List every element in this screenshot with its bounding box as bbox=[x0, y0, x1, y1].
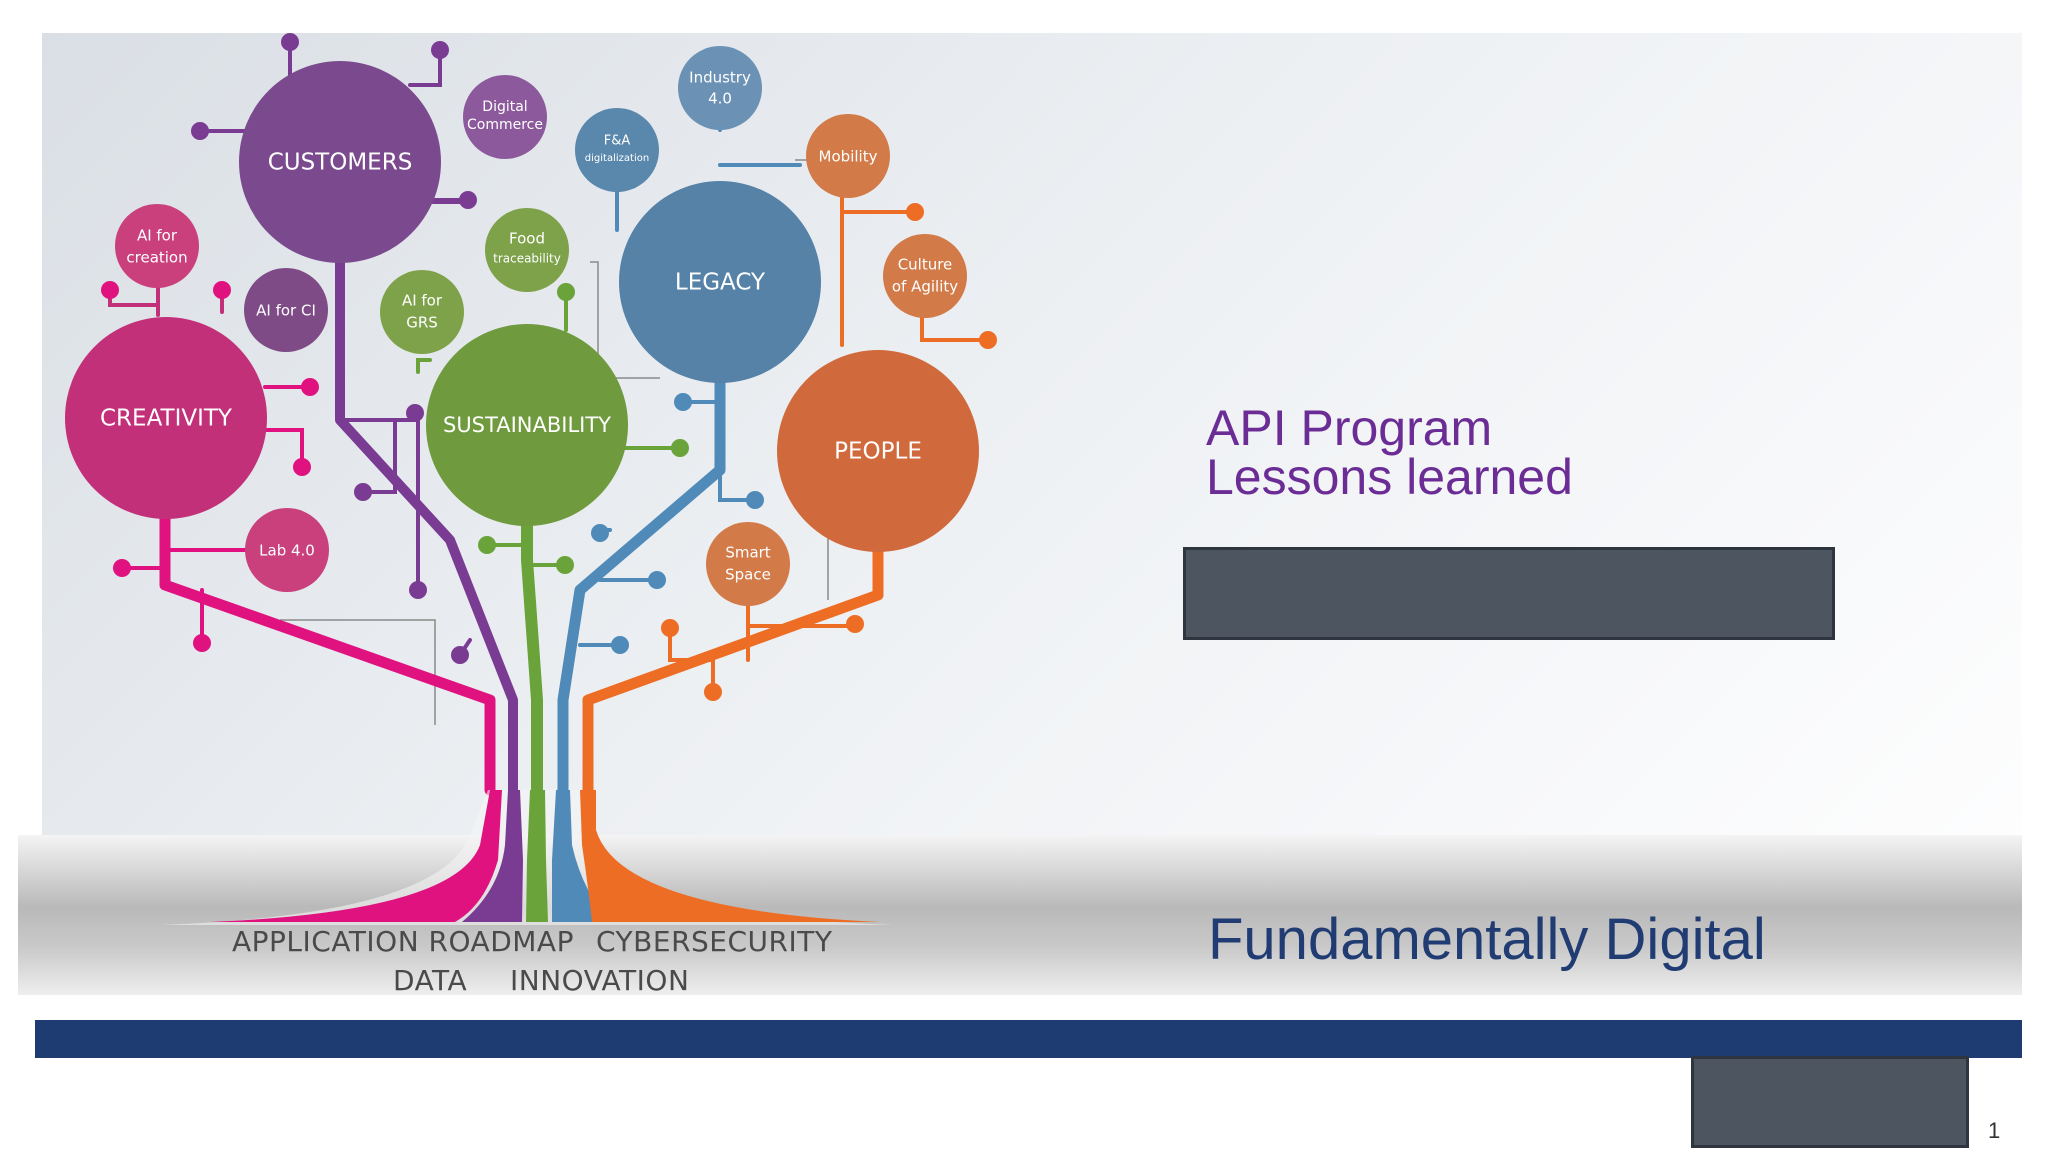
food-traceability-line2: traceability bbox=[493, 252, 561, 266]
lab-4-0-line1: Lab 4.0 bbox=[259, 542, 315, 560]
smart-space-line1: Smart bbox=[725, 544, 770, 562]
innovation-tree-illustration: CUSTOMERS CREATIVITY SUSTAINABILITY LEGA… bbox=[65, 33, 997, 925]
trunk-orange bbox=[580, 790, 880, 922]
node-customers-label: CUSTOMERS bbox=[268, 150, 413, 176]
node-ai-for-ci: AI for CI bbox=[244, 268, 328, 352]
food-traceability-line1: Food bbox=[509, 230, 545, 248]
node-creativity: CREATIVITY bbox=[65, 317, 267, 519]
culture-of-agility-line1: Culture bbox=[898, 256, 953, 274]
tagline: Fundamentally Digital bbox=[1208, 907, 1766, 972]
node-sustainability: SUSTAINABILITY bbox=[426, 324, 628, 526]
slide-title-line2: Lessons learned bbox=[1206, 449, 1573, 505]
trunk-green bbox=[526, 790, 548, 922]
node-legacy: LEGACY bbox=[619, 181, 821, 383]
ai-for-ci-line1: AI for CI bbox=[256, 302, 316, 320]
node-food-traceability: Food traceability bbox=[485, 208, 569, 292]
label-cybersecurity: CYBERSECURITY bbox=[596, 925, 833, 958]
mobility-line1: Mobility bbox=[819, 148, 878, 166]
node-sustainability-label: SUSTAINABILITY bbox=[443, 413, 611, 437]
industry-4-0-line2: 4.0 bbox=[708, 90, 732, 108]
branch-end-dots bbox=[101, 33, 997, 701]
node-smart-space: Smart Space bbox=[706, 522, 790, 606]
ai-for-creation-line2: creation bbox=[126, 249, 187, 267]
culture-of-agility-line2: of Agility bbox=[892, 278, 958, 296]
node-fa-digitalization: F&A digitalization bbox=[575, 108, 659, 192]
slide-title-line1: API Program bbox=[1206, 400, 1493, 456]
node-culture-of-agility: Culture of Agility bbox=[883, 234, 967, 318]
label-data: DATA bbox=[393, 964, 468, 997]
node-people-label: PEOPLE bbox=[834, 439, 922, 465]
digital-commerce-line2: Commerce bbox=[467, 117, 543, 133]
node-industry-4-0: Industry 4.0 bbox=[678, 46, 762, 130]
node-lab-4-0: Lab 4.0 bbox=[245, 508, 329, 592]
node-digital-commerce: Digital Commerce bbox=[463, 75, 547, 159]
node-creativity-label: CREATIVITY bbox=[100, 406, 233, 432]
node-legacy-label: LEGACY bbox=[675, 270, 766, 296]
ai-for-grs-line1: AI for bbox=[402, 292, 443, 310]
redacted-logo-box bbox=[1691, 1056, 1969, 1148]
node-ai-for-grs: AI for GRS bbox=[380, 270, 464, 354]
industry-4-0-line1: Industry bbox=[689, 69, 751, 87]
slide-title: API Program Lessons learned bbox=[1206, 400, 1573, 505]
fa-digitalization-line1: F&A bbox=[604, 134, 631, 149]
page-number: 1 bbox=[1988, 1118, 2001, 1143]
label-application-roadmap: APPLICATION ROADMAP bbox=[232, 925, 574, 958]
label-innovation: INNOVATION bbox=[510, 964, 690, 997]
smart-space-line2: Space bbox=[725, 566, 771, 584]
node-ai-for-creation: AI for creation bbox=[115, 204, 199, 288]
digital-commerce-line1: Digital bbox=[482, 99, 527, 115]
ai-for-grs-line2: GRS bbox=[406, 314, 438, 332]
redacted-subtitle-box bbox=[1183, 547, 1835, 640]
fa-digitalization-line2: digitalization bbox=[585, 153, 649, 164]
node-customers: CUSTOMERS bbox=[239, 61, 441, 263]
trunk-magenta bbox=[210, 790, 502, 922]
node-mobility: Mobility bbox=[806, 114, 890, 198]
ai-for-creation-line1: AI for bbox=[137, 227, 178, 245]
trunk-blue bbox=[552, 790, 610, 922]
footer-bar bbox=[35, 1020, 2022, 1058]
trunk-purple bbox=[462, 790, 523, 922]
node-people: PEOPLE bbox=[777, 350, 979, 552]
